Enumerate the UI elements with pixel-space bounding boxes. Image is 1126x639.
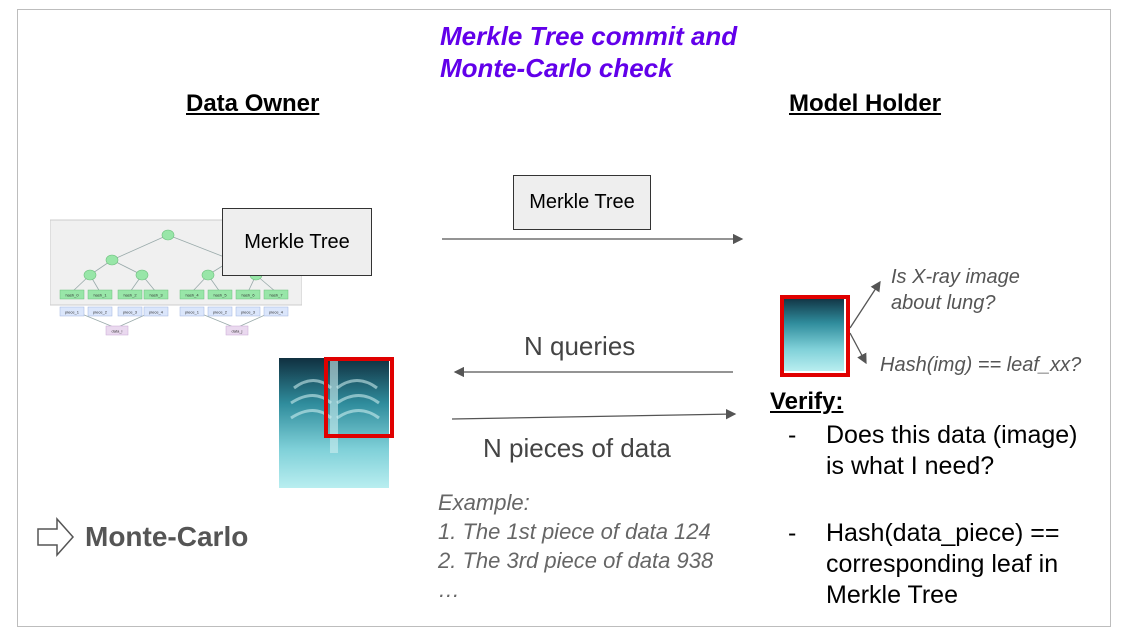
piece-node-label: piece_1 [185,310,200,315]
piece-node-label: piece_1 [65,310,80,315]
tree-data-row: data_i data_j [105,325,249,336]
title-line-1: Merkle Tree commit and [440,21,738,51]
piece-node-label: piece_3 [123,310,138,315]
data-node-label: data_i [112,329,123,334]
monte-carlo-label: Monte-Carlo [85,521,249,552]
verify-item-2: Hash(data_piece) == corresponding leaf i… [826,518,1059,611]
pieces-label: N pieces of data [483,433,671,463]
tree-hash-row: hash_0 hash_1 hash_2 hash_3 hash_4 hash_… [59,289,289,300]
slide-frame [17,9,1111,627]
owner-merkle-tree-label: Merkle Tree [244,230,350,253]
right-arrow-icon [37,517,75,557]
data-node-label: data_j [232,329,243,334]
hash-check-annotation: Hash(img) == leaf_xx? [880,354,1082,376]
question-line-1: Is X-ray image [891,266,1020,288]
verify-dash-2: - [788,519,797,547]
hash-node-label: hash_3 [149,293,163,298]
hash-node-label: hash_6 [241,293,255,298]
verify-item-1: Does this data (image) is what I need? [826,420,1078,482]
example-item-3: … [438,577,460,602]
sent-merkle-tree-box: Merkle Tree [513,175,651,230]
hash-node-label: hash_0 [65,293,79,298]
example-block: Example: 1. The 1st piece of data 124 2.… [438,488,713,604]
verify-item-2-line-3: Merkle Tree [826,581,958,609]
tree-piece-row: piece_1 piece_2 piece_3 piece_4 piece_1 … [59,306,289,317]
hash-node-label: hash_5 [213,293,227,298]
verify-item-2-line-2: corresponding leaf in [826,550,1059,578]
queries-label: N queries [524,331,636,361]
piece-node-label: piece_4 [149,310,164,315]
piece-node-label: piece_2 [213,310,228,315]
verify-heading: Verify: [770,388,844,415]
verify-item-2-line-1: Hash(data_piece) == [826,519,1060,547]
owner-merkle-tree-box: Merkle Tree [222,208,372,276]
selected-piece-highlight [324,357,394,438]
example-item-1: 1. The 1st piece of data 124 [438,519,711,544]
verify-item-1-line-2: is what I need? [826,452,995,480]
example-heading: Example: [438,490,530,515]
received-piece-highlight [780,295,850,377]
hash-pointer-arrow [849,332,867,365]
data-owner-heading: Data Owner [186,90,320,117]
question-pointer-arrow [849,280,881,329]
example-item-2: 2. The 3rd piece of data 938 [438,548,714,573]
title-line-2: Monte-Carlo check [440,53,673,83]
sent-merkle-tree-label: Merkle Tree [529,191,635,213]
piece-node-label: piece_4 [269,310,284,315]
slide-title: Merkle Tree commit and Monte-Carlo check [440,20,737,84]
pieces-arrow [451,408,737,420]
verify-dash-1: - [788,421,797,449]
model-holder-heading: Model Holder [789,90,942,117]
xray-image [279,358,389,488]
piece-node-label: piece_2 [93,310,108,315]
hash-node-label: hash_1 [93,293,107,298]
received-piece-image [782,297,844,371]
verify-item-1-line-1: Does this data (image) [826,421,1078,449]
xray-ribs [290,358,380,453]
hash-node-label: hash_4 [185,293,199,298]
piece-node-label: piece_3 [241,310,256,315]
hash-node-label: hash_2 [123,293,137,298]
question-line-2: about lung? [891,292,996,314]
hash-node-label: hash_7 [269,293,283,298]
question-annotation: Is X-ray image about lung? [891,264,1020,316]
